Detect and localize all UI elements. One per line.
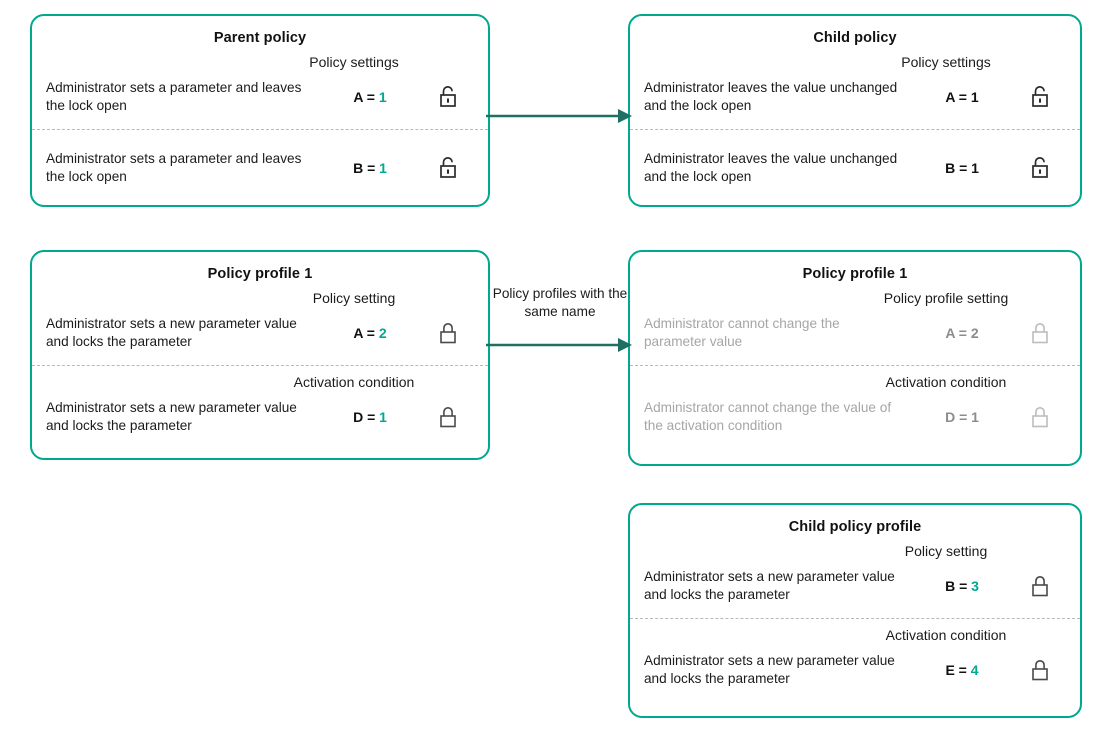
- setting-description: Administrator cannot change the value of…: [644, 399, 892, 433]
- section-header: Activation condition: [885, 626, 1007, 643]
- setting-row: Administrator leaves the value unchanged…: [630, 73, 1080, 129]
- setting-row: Administrator cannot change the value of…: [630, 393, 1080, 449]
- section-header: Activation condition: [293, 373, 415, 390]
- section-header: Policy profile setting: [883, 290, 1009, 306]
- card-section: Policy setting Administrator sets a new …: [32, 282, 488, 365]
- setting-value: E = 4: [910, 662, 1014, 678]
- locked-icon: [1014, 405, 1066, 429]
- section-header: Policy settings: [309, 54, 399, 70]
- setting-row: Administrator sets a new parameter value…: [32, 309, 488, 365]
- setting-description: Administrator sets a new parameter value…: [644, 568, 895, 602]
- card-title: Child policy: [813, 30, 897, 46]
- arrow-label-same-name: Policy profiles with the same name: [492, 286, 628, 319]
- setting-value: B = 3: [910, 578, 1014, 594]
- card-child-policy-profile: Child policy profile Policy setting Admi…: [628, 503, 1082, 718]
- card-title: Policy profile 1: [207, 266, 313, 282]
- param-name: B =: [945, 160, 968, 177]
- param-value: 1: [970, 88, 979, 105]
- setting-value: A = 2: [910, 325, 1014, 341]
- section-header: Policy setting: [904, 543, 988, 559]
- setting-description: Administrator cannot change the paramete…: [644, 315, 840, 349]
- card-section: Activation condition Administrator canno…: [630, 364, 1080, 449]
- param-value: 1: [378, 88, 387, 105]
- card-title: Policy profile 1: [802, 266, 908, 282]
- arrow-parent-to-child: [486, 109, 632, 123]
- card-section: Policy settings Administrator leaves the…: [630, 46, 1080, 129]
- setting-description: Administrator leaves the value unchanged…: [644, 79, 898, 113]
- setting-description: Administrator sets a new parameter value…: [46, 315, 297, 349]
- card-title: Parent policy: [213, 30, 307, 46]
- setting-row: Administrator sets a parameter and leave…: [32, 130, 488, 200]
- param-name: A =: [353, 324, 375, 341]
- locked-icon: [1014, 321, 1066, 345]
- unlocked-icon: [1014, 156, 1066, 180]
- param-name: E =: [945, 661, 967, 678]
- card-section: Administrator leaves the value unchanged…: [630, 128, 1080, 200]
- card-section: Policy profile setting Administrator can…: [630, 282, 1080, 365]
- section-header: Activation condition: [885, 373, 1007, 390]
- param-value: 2: [378, 324, 387, 341]
- card-section: Policy setting Administrator sets a new …: [630, 535, 1080, 618]
- setting-row: Administrator leaves the value unchanged…: [630, 130, 1080, 200]
- card-child-policy: Child policy Policy settings Administrat…: [628, 14, 1082, 207]
- param-value: 1: [971, 160, 979, 177]
- setting-row: Administrator sets a new parameter value…: [630, 562, 1080, 618]
- card-parent-policy: Parent policy Policy settings Administra…: [30, 14, 490, 207]
- setting-value: A = 1: [318, 89, 422, 105]
- param-name: A =: [353, 88, 375, 105]
- setting-row: Administrator sets a new parameter value…: [32, 393, 488, 449]
- setting-row: Administrator cannot change the paramete…: [630, 309, 1080, 365]
- setting-description: Administrator sets a parameter and leave…: [46, 79, 302, 113]
- setting-description: Administrator sets a new parameter value…: [644, 652, 895, 686]
- card-policy-profile-right: Policy profile 1 Policy profile setting …: [628, 250, 1082, 466]
- unlocked-icon: [422, 156, 474, 180]
- param-name: D =: [353, 408, 376, 425]
- param-name: A =: [945, 324, 967, 341]
- setting-value: A = 1: [910, 89, 1014, 105]
- setting-description: Administrator sets a parameter and leave…: [46, 150, 302, 185]
- section-header: Policy settings: [901, 54, 991, 70]
- setting-value: A = 2: [318, 325, 422, 341]
- setting-value: D = 1: [910, 409, 1014, 425]
- card-policy-profile-left: Policy profile 1 Policy setting Administ…: [30, 250, 490, 460]
- setting-row: Administrator sets a new parameter value…: [630, 646, 1080, 702]
- setting-description: Administrator sets a new parameter value…: [46, 399, 297, 433]
- setting-value: B = 1: [910, 160, 1014, 176]
- unlocked-icon: [1014, 85, 1066, 109]
- setting-row: Administrator sets a parameter and leave…: [32, 73, 488, 129]
- param-value: 4: [970, 661, 979, 678]
- param-name: B =: [945, 577, 968, 594]
- locked-icon: [1014, 658, 1066, 682]
- locked-icon: [422, 405, 474, 429]
- setting-value: B = 1: [318, 160, 422, 176]
- param-value: 3: [971, 577, 979, 594]
- section-header: Policy setting: [312, 290, 396, 306]
- param-name: A =: [945, 88, 967, 105]
- card-section: Activation condition Administrator sets …: [32, 364, 488, 449]
- param-value: 1: [379, 160, 387, 177]
- card-section: Administrator sets a parameter and leave…: [32, 128, 488, 200]
- param-name: D =: [945, 408, 968, 425]
- setting-description: Administrator leaves the value unchanged…: [644, 150, 898, 185]
- param-value: 2: [970, 324, 979, 341]
- param-name: B =: [353, 160, 376, 177]
- card-section: Activation condition Administrator sets …: [630, 617, 1080, 702]
- card-title: Child policy profile: [788, 519, 922, 535]
- setting-value: D = 1: [318, 409, 422, 425]
- locked-icon: [1014, 574, 1066, 598]
- arrow-profile-to-profile: [486, 338, 632, 352]
- param-value: 1: [971, 408, 979, 425]
- param-value: 1: [379, 408, 387, 425]
- card-section: Policy settings Administrator sets a par…: [32, 46, 488, 129]
- unlocked-icon: [422, 85, 474, 109]
- locked-icon: [422, 321, 474, 345]
